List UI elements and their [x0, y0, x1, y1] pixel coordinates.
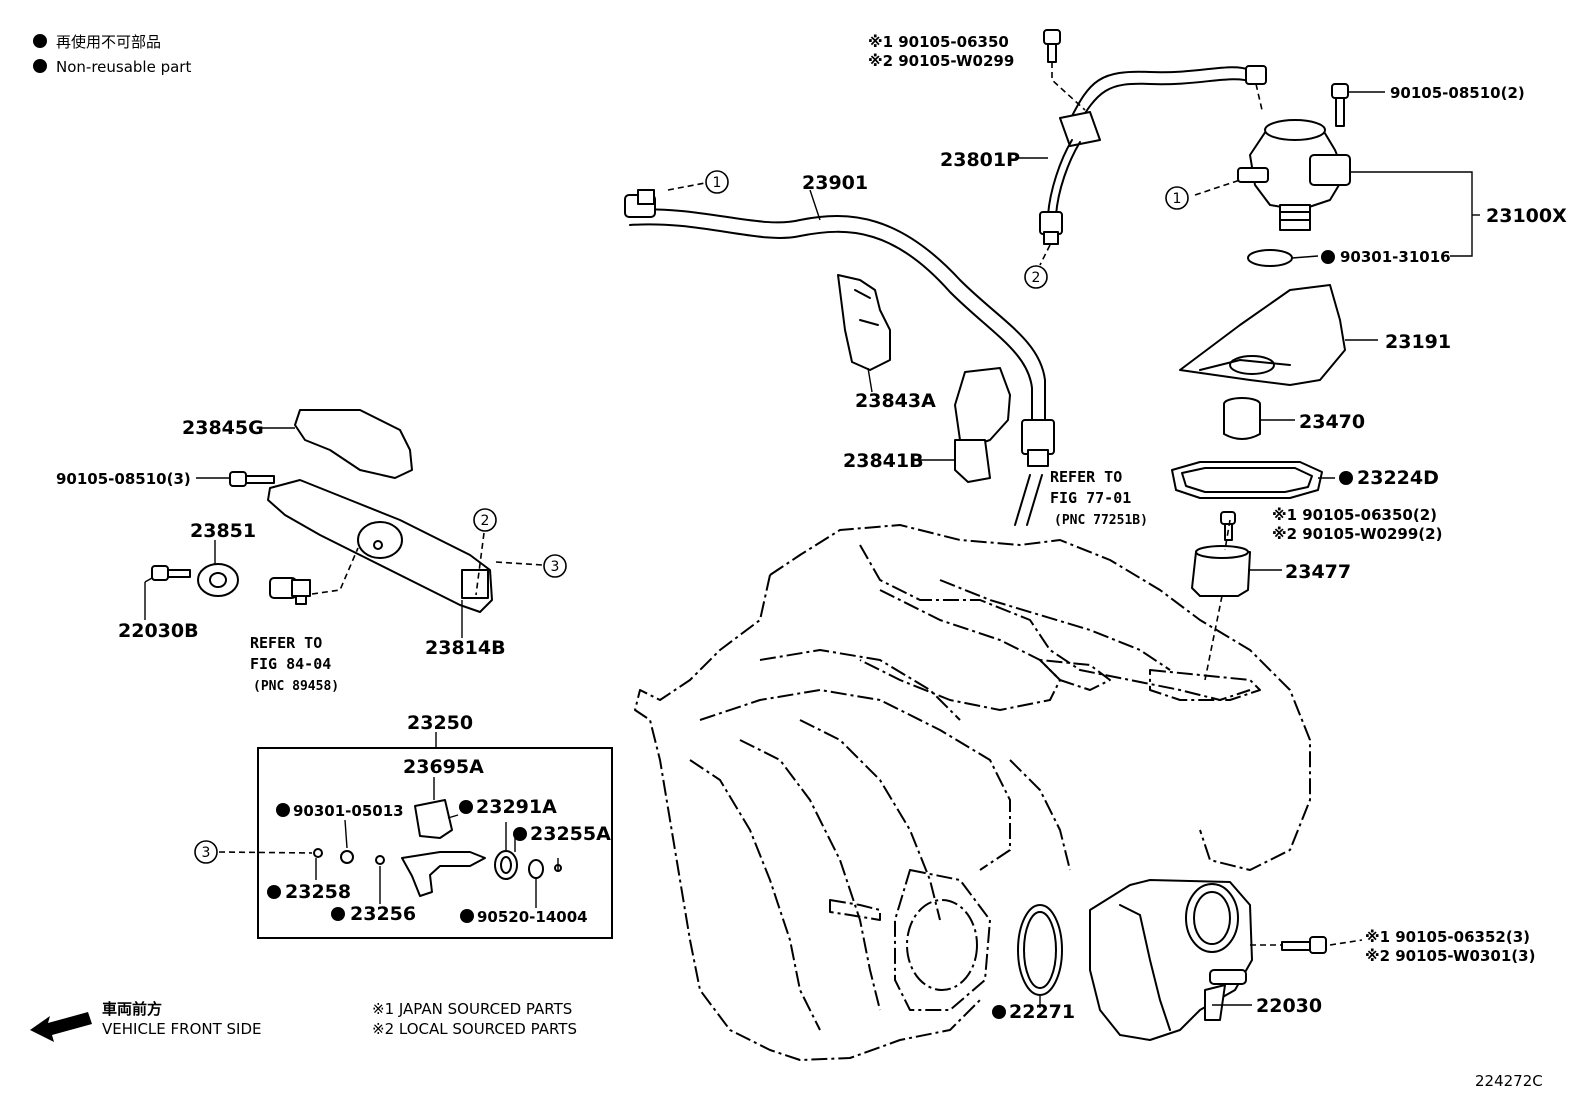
label-bolt-tb-1: ※1 90105-06352(3) — [1365, 928, 1530, 946]
label-23814B: 23814B — [425, 637, 506, 659]
housing-23477 — [1191, 545, 1251, 597]
circle-ref-label: 3 — [202, 845, 211, 861]
spacer-23851 — [197, 563, 239, 597]
note-local-sourced: ※2 LOCAL SOURCED PARTS — [372, 1020, 577, 1038]
label-23477: 23477 — [1285, 561, 1351, 583]
label-23256: 23256 — [350, 903, 416, 925]
vehicle-front-english: VEHICLE FRONT SIDE — [102, 1020, 262, 1038]
label-23901: 23901 — [802, 172, 868, 194]
note-japan-sourced: ※1 JAPAN SOURCED PARTS — [372, 1000, 572, 1018]
non-reusable-dot-icon — [331, 907, 345, 921]
label-23695A: 23695A — [403, 756, 484, 778]
fuel-pipe-23801P — [1039, 65, 1267, 245]
circle-ref-label: 1 — [713, 175, 722, 191]
label-23255A: 23255A — [530, 823, 611, 845]
label-90301-05013: 90301-05013 — [293, 802, 404, 820]
label-23841B: 23841B — [843, 450, 924, 472]
non-reusable-dot-icon — [1321, 250, 1335, 264]
label-23191: 23191 — [1385, 331, 1451, 353]
vehicle-front-japanese: 車両前方 — [102, 1000, 162, 1018]
label-refer-84-2: FIG 84-04 — [250, 655, 331, 673]
label-22271: 22271 — [1009, 1001, 1075, 1023]
label-23843A: 23843A — [855, 390, 936, 412]
label-refer-84-1: REFER TO — [250, 634, 322, 652]
label-bolt-top-2: ※2 90105-W0299 — [868, 52, 1014, 70]
label-refer-84-3: (PNC 89458) — [253, 679, 339, 694]
legend-english: Non-reusable part — [56, 58, 191, 76]
label-90301-31016: 90301-31016 — [1340, 248, 1451, 266]
label-23470: 23470 — [1299, 411, 1365, 433]
label-refer-77-3: (PNC 77251B) — [1054, 513, 1148, 528]
part-labels: ※1 90105-06350 ※2 90105-W0299 23801P 239… — [56, 33, 1567, 1023]
label-90105-08510-3: 90105-08510(3) — [56, 470, 191, 488]
engine-outline — [634, 524, 1311, 1061]
circle-ref-label: 2 — [481, 513, 490, 529]
footer: 車両前方 VEHICLE FRONT SIDE ※1 JAPAN SOURCED… — [30, 1000, 1543, 1090]
label-90105-08510-2: 90105-08510(2) — [1390, 84, 1525, 102]
bracket-23843A — [837, 274, 891, 371]
legend: 再使用不可部品 Non-reusable part — [33, 33, 191, 76]
label-23250: 23250 — [407, 712, 473, 734]
circle-ref-3-b: 3 — [194, 840, 218, 864]
label-refer-77-1: REFER TO — [1050, 468, 1122, 486]
label-23258: 23258 — [285, 881, 351, 903]
label-23845G: 23845G — [182, 417, 264, 439]
label-23801P: 23801P — [940, 149, 1020, 171]
non-reusable-dot-icon — [276, 803, 290, 817]
circle-ref-3-a: 3 — [543, 554, 567, 578]
connector-23841B — [954, 367, 1011, 483]
non-reusable-dot-icon — [33, 34, 47, 48]
non-reusable-dot-icon — [992, 1005, 1006, 1019]
pump-bracket-23191 — [1179, 284, 1346, 386]
label-bolt-tb-2: ※2 90105-W0301(3) — [1365, 947, 1535, 965]
fuel-pump-23100X — [1237, 83, 1351, 267]
lifter-23470 — [1223, 397, 1261, 440]
label-bolt-top-1: ※1 90105-06350 — [868, 33, 1009, 51]
fuel-delivery-pipe-23814B — [229, 409, 493, 613]
label-23224D: 23224D — [1357, 467, 1439, 489]
label-23291A: 23291A — [476, 796, 557, 818]
label-refer-77-2: FIG 77-01 — [1050, 489, 1131, 507]
legend-japanese: 再使用不可部品 — [56, 33, 161, 51]
pressure-sensor — [269, 577, 311, 605]
circle-ref-label: 3 — [551, 559, 560, 575]
label-bolt-mid-2: ※2 90105-W0299(2) — [1272, 525, 1442, 543]
figure-code: 224272C — [1475, 1072, 1543, 1090]
vehicle-front-arrow-icon — [30, 1012, 92, 1042]
label-90520-14004: 90520-14004 — [477, 908, 588, 926]
circle-ref-1-b: 1 — [1165, 186, 1189, 210]
label-23851: 23851 — [190, 520, 256, 542]
non-reusable-dot-icon — [1339, 471, 1353, 485]
fuel-pipe-23901 — [624, 189, 1055, 526]
non-reusable-dot-icon — [267, 885, 281, 899]
bolt-top — [1043, 29, 1061, 63]
injector-kit-frame — [257, 747, 613, 939]
gasket-23224D — [1171, 461, 1323, 499]
circle-ref-2-b: 2 — [473, 508, 497, 532]
circle-ref-label: 1 — [1173, 191, 1182, 207]
label-22030: 22030 — [1256, 995, 1322, 1017]
bolt-22030B — [151, 565, 191, 581]
gasket-22271 — [1017, 904, 1063, 996]
circle-ref-1-a: 1 — [705, 170, 729, 194]
label-22030B: 22030B — [118, 620, 199, 642]
non-reusable-markers — [267, 250, 1353, 1019]
circle-ref-2-a: 2 — [1024, 265, 1048, 289]
non-reusable-dot-icon — [513, 827, 527, 841]
label-bolt-mid-1: ※1 90105-06350(2) — [1272, 506, 1437, 524]
label-23100X: 23100X — [1486, 205, 1567, 227]
leader-lines — [144, 62, 1480, 1008]
non-reusable-dot-icon — [33, 59, 47, 73]
throttle-body-22030 — [1089, 879, 1327, 1041]
non-reusable-dot-icon — [459, 800, 473, 814]
circle-ref-label: 2 — [1032, 270, 1041, 286]
non-reusable-dot-icon — [460, 909, 474, 923]
